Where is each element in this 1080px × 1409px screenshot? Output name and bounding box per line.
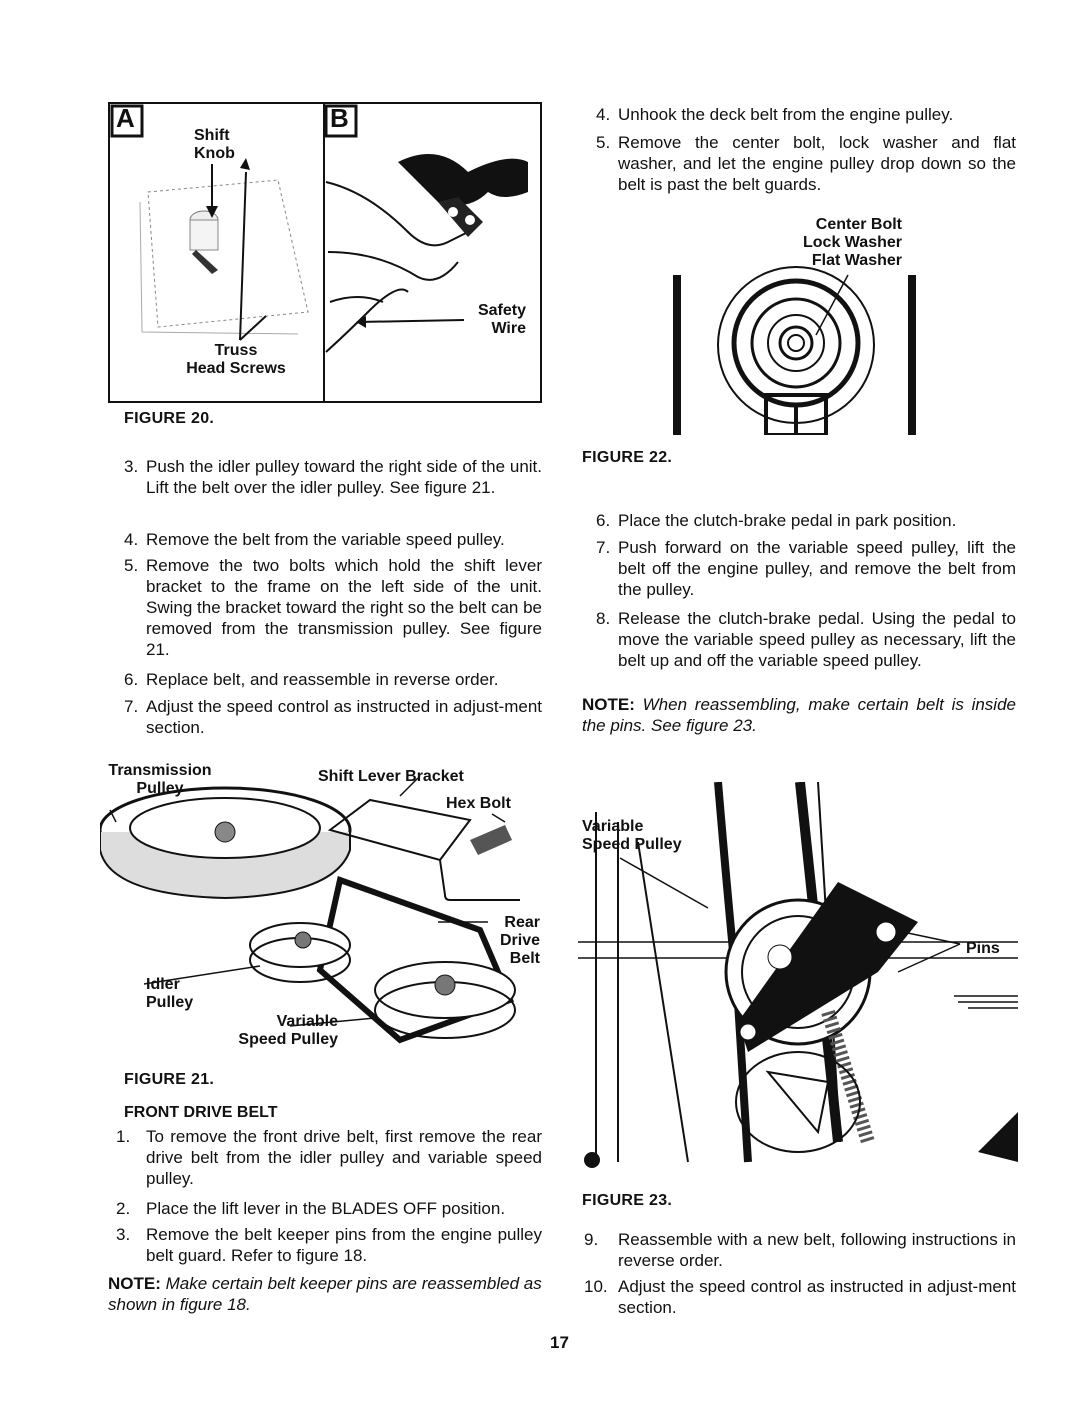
list-item: 8.Release the clutch-brake pedal. Using …	[596, 609, 1016, 670]
list-item: 9.Reassemble with a new belt, following …	[584, 1230, 1016, 1270]
list-item: 1.To remove the front drive belt, first …	[116, 1127, 542, 1188]
variable-speed-pulley-label: Variable Speed Pulley	[582, 818, 682, 853]
list-item: 6.Place the clutch-brake pedal in park p…	[596, 511, 957, 530]
figure-22-caption: FIGURE 22.	[582, 449, 673, 466]
rear-drive-belt-label: Rear Drive Belt	[499, 914, 540, 967]
truss-head-screws-label: Truss Head Screws	[186, 342, 286, 377]
list-item: 4.Remove the belt from the variable spee…	[124, 530, 505, 549]
panel-a-letter: A	[116, 103, 135, 133]
list-item: 4.Unhook the deck belt from the engine p…	[596, 105, 954, 124]
safety-wire-label: Safety Wire	[477, 302, 526, 337]
section-heading: FRONT DRIVE BELT	[124, 1104, 278, 1121]
center-bolt-washer-labels: Center Bolt Lock Washer Flat Washer	[803, 216, 902, 269]
hex-bolt-label: Hex Bolt	[446, 795, 511, 812]
page-number: 17	[550, 1333, 569, 1352]
front-drive-note: NOTE: Make certain belt keeper pins are …	[108, 1274, 542, 1314]
list-item: 7.Push forward on the variable speed pul…	[596, 538, 1016, 599]
list-item: 2.Place the lift lever in the BLADES OFF…	[116, 1199, 506, 1218]
pins-label: Pins	[966, 940, 1000, 957]
list-item: 5.Remove the two bolts which hold the sh…	[124, 556, 542, 659]
figure-22-illustration	[673, 266, 916, 435]
panel-b-letter: B	[330, 103, 349, 133]
list-item: 10.Adjust the speed control as instructe…	[584, 1277, 1016, 1317]
list-item: 3.Push the idler pulley toward the right…	[124, 457, 542, 497]
list-item: 5.Remove the center bolt, lock washer an…	[596, 133, 1016, 194]
figure-20-caption: FIGURE 20.	[124, 410, 215, 427]
shift-knob-label: Shift Knob	[194, 127, 235, 162]
idler-pulley-label: Idler Pulley	[146, 976, 194, 1011]
figure-23-illustration	[578, 782, 1018, 1168]
transmission-pulley-label: Transmission Pulley	[108, 762, 212, 797]
figure-21-illustration	[100, 777, 520, 1044]
list-item: 7.Adjust the speed control as instructed…	[124, 697, 542, 737]
shift-lever-bracket-label: Shift Lever Bracket	[318, 768, 464, 785]
figure-23-caption: FIGURE 23.	[582, 1192, 673, 1209]
figure-21-caption: FIGURE 21.	[124, 1071, 215, 1088]
list-item: 6.Replace belt, and reassemble in revers…	[124, 670, 499, 689]
variable-speed-pulley-label: Variable Speed Pulley	[238, 1013, 338, 1048]
list-item: 3.Remove the belt keeper pins from the e…	[116, 1225, 542, 1265]
reassembling-note: NOTE: When reassembling, make certain be…	[582, 695, 1016, 735]
figure-20-illustration	[108, 102, 542, 403]
